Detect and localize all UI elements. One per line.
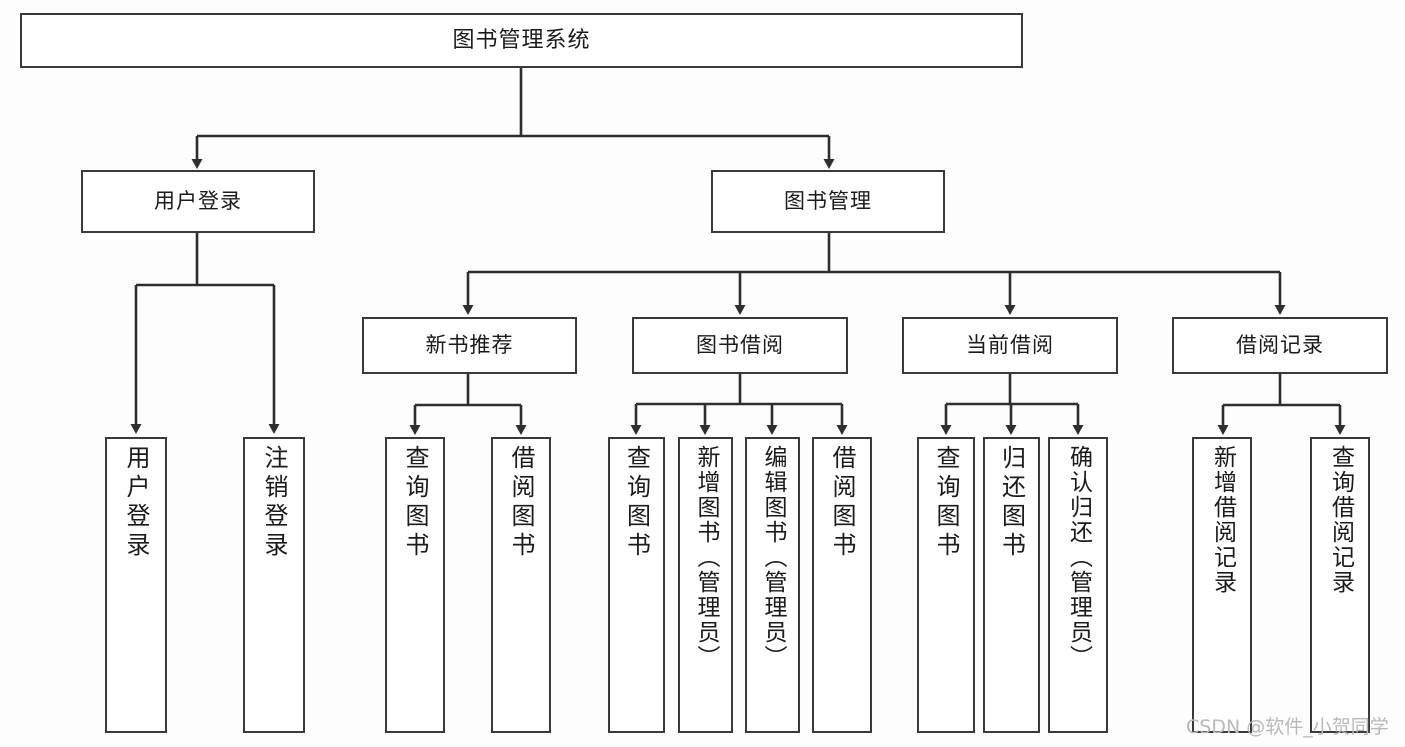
leaf-borrow-record-0[interactable]: 新增借阅记录 bbox=[1192, 437, 1252, 733]
leaf-new-book-rec-1[interactable]: 借阅图书 bbox=[491, 437, 551, 733]
leaf-book-borrow-2[interactable]: 编辑图书（管理员） bbox=[745, 437, 800, 733]
csdn-watermark: CSDN @软件_小贺同学 bbox=[1186, 716, 1389, 738]
leaf-book-borrow-0[interactable]: 查询图书 bbox=[608, 437, 665, 733]
node-book-borrow[interactable]: 图书借阅 bbox=[632, 317, 848, 374]
leaf-user-login-1[interactable]: 注销登录 bbox=[243, 437, 305, 733]
leaf-label: 归还图书 bbox=[997, 445, 1026, 561]
leaf-book-borrow-3[interactable]: 借阅图书 bbox=[812, 437, 872, 733]
leaf-book-borrow-1[interactable]: 新增图书（管理员） bbox=[678, 437, 733, 733]
leaf-current-borrow-0[interactable]: 查询图书 bbox=[917, 437, 975, 733]
leaf-label: 查询图书 bbox=[401, 445, 429, 561]
leaf-label: 借阅图书 bbox=[507, 445, 535, 561]
node-root-label: 图书管理系统 bbox=[452, 27, 591, 53]
leaf-borrow-record-1[interactable]: 查询借阅记录 bbox=[1310, 437, 1370, 733]
node-book-manage[interactable]: 图书管理 bbox=[711, 170, 945, 233]
leaf-label: 注销登录 bbox=[260, 445, 288, 561]
leaf-label: 用户登录 bbox=[122, 445, 150, 561]
leaf-label: 确认归还（管理员） bbox=[1065, 445, 1092, 670]
leaf-label: 新增图书（管理员） bbox=[693, 445, 719, 670]
leaf-new-book-rec-0[interactable]: 查询图书 bbox=[385, 437, 445, 733]
node-user-login[interactable]: 用户登录 bbox=[81, 170, 315, 233]
node-book-borrow-label: 图书借阅 bbox=[696, 333, 784, 358]
leaf-label: 查询图书 bbox=[622, 445, 651, 561]
node-new-book-rec[interactable]: 新书推荐 bbox=[362, 317, 577, 374]
node-borrow-record-label: 借阅记录 bbox=[1236, 333, 1324, 358]
leaf-label: 查询图书 bbox=[932, 445, 960, 561]
leaf-label: 查询借阅记录 bbox=[1327, 445, 1354, 595]
node-current-borrow[interactable]: 当前借阅 bbox=[902, 317, 1118, 374]
leaf-current-borrow-2[interactable]: 确认归还（管理员） bbox=[1048, 437, 1108, 733]
node-current-borrow-label: 当前借阅 bbox=[966, 333, 1054, 358]
node-borrow-record[interactable]: 借阅记录 bbox=[1172, 317, 1388, 374]
leaf-current-borrow-1[interactable]: 归还图书 bbox=[983, 437, 1040, 733]
leaf-label: 编辑图书（管理员） bbox=[760, 445, 786, 670]
leaf-label: 借阅图书 bbox=[828, 445, 856, 561]
leaf-label: 新增借阅记录 bbox=[1209, 445, 1236, 595]
node-root[interactable]: 图书管理系统 bbox=[20, 13, 1023, 68]
node-book-manage-label: 图书管理 bbox=[784, 189, 872, 214]
node-user-login-label: 用户登录 bbox=[154, 189, 242, 214]
leaf-user-login-0[interactable]: 用户登录 bbox=[105, 437, 167, 733]
node-new-book-rec-label: 新书推荐 bbox=[425, 333, 514, 358]
